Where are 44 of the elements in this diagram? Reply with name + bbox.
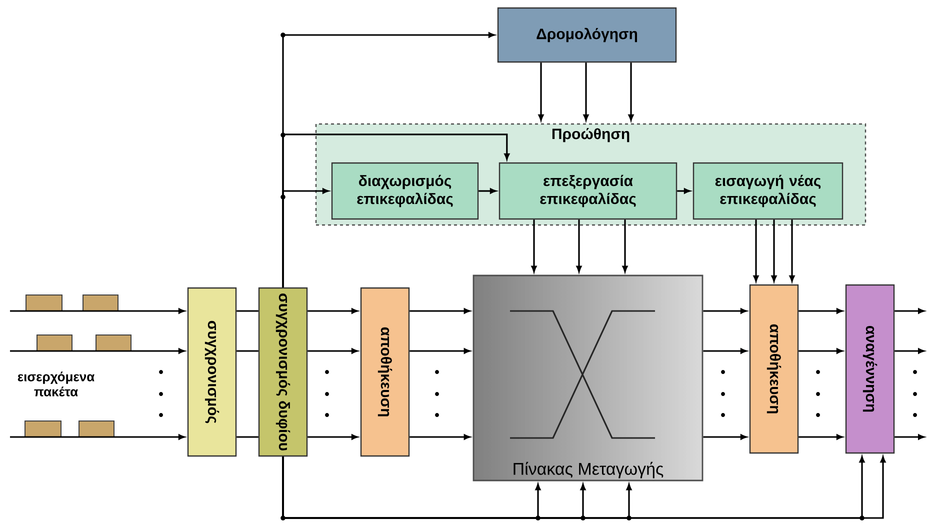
arrow bbox=[677, 188, 690, 194]
arrow bbox=[478, 188, 496, 194]
arrow bbox=[538, 62, 544, 121]
connector-line bbox=[236, 436, 258, 438]
arrow bbox=[703, 348, 747, 354]
process-box: συγχρονισμός δυφίου bbox=[258, 287, 308, 457]
arrow bbox=[576, 220, 582, 272]
arrow bbox=[10, 434, 185, 440]
arrow bbox=[410, 308, 470, 314]
arrow bbox=[308, 434, 358, 440]
arrow bbox=[753, 220, 759, 282]
arrow bbox=[798, 308, 843, 314]
arrow bbox=[410, 434, 470, 440]
arrow bbox=[894, 434, 924, 440]
process-box: διαχωρισμός επικεφαλίδας bbox=[331, 162, 479, 220]
arrow bbox=[703, 434, 747, 440]
caption-text: εισερχόμενα πακέτα bbox=[18, 372, 94, 396]
switch-matrix-box: Πίνακας Μεταγωγής bbox=[472, 274, 704, 482]
arrow bbox=[308, 308, 358, 314]
arrow bbox=[282, 188, 329, 288]
arrow bbox=[308, 348, 358, 354]
arrow bbox=[789, 220, 795, 282]
process-box: αποθήκευση bbox=[360, 287, 410, 457]
arrow bbox=[583, 62, 589, 121]
arrow bbox=[628, 62, 634, 121]
arrow bbox=[894, 348, 924, 354]
process-box: Δρομολόγηση bbox=[497, 7, 677, 63]
process-box: επεξεργασία επικεφαλίδας bbox=[498, 162, 678, 220]
arrow bbox=[410, 348, 470, 354]
arrow bbox=[894, 308, 924, 314]
process-box: αποθήκευση bbox=[749, 284, 799, 454]
arrow bbox=[622, 220, 628, 272]
arrow bbox=[531, 220, 537, 272]
process-box: εισαγωγή νέας επικεφαλίδας bbox=[692, 162, 844, 220]
connector-line bbox=[236, 350, 258, 352]
connector-line bbox=[236, 310, 258, 312]
process-box: συγχρονισμός bbox=[187, 287, 237, 457]
arrow bbox=[10, 348, 185, 354]
arrow bbox=[10, 308, 185, 314]
arrow bbox=[798, 434, 843, 440]
arrow bbox=[771, 220, 777, 282]
process-box: αναγέννηση bbox=[845, 284, 895, 454]
arrow bbox=[798, 348, 843, 354]
arrow bbox=[703, 308, 747, 314]
